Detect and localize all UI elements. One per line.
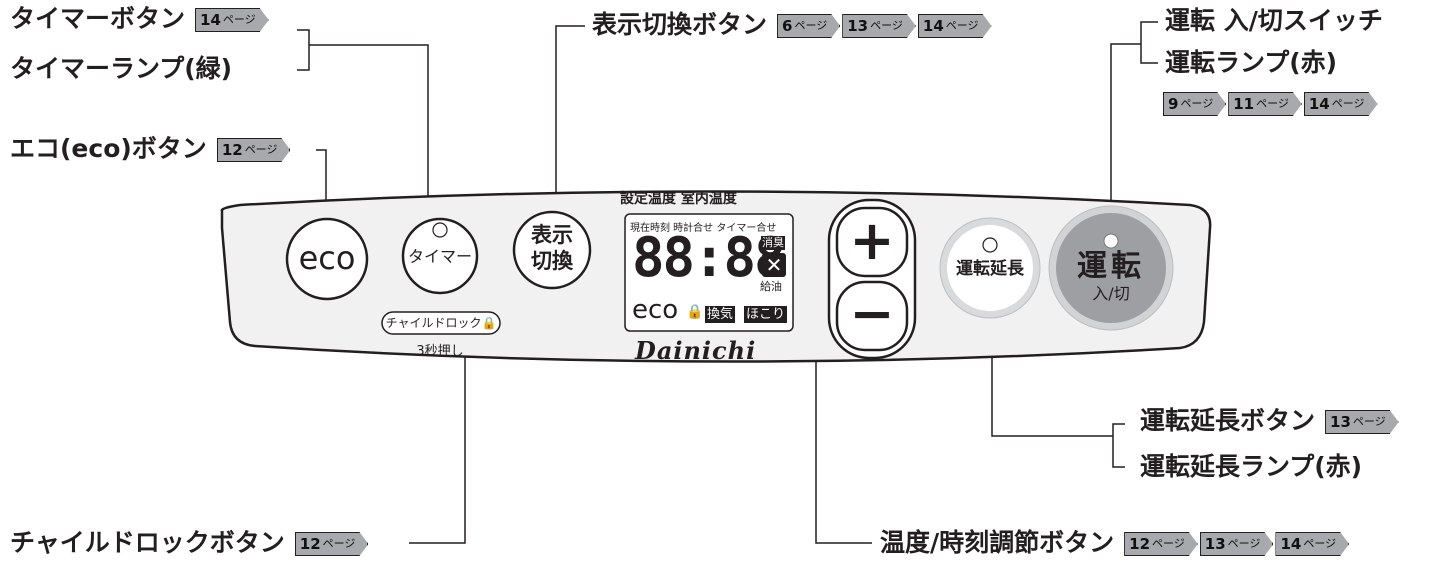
ventilate-indicator: 換気 xyxy=(705,306,736,323)
lcd-lock-icon: 🔒 xyxy=(686,304,704,320)
extend-button[interactable]: 運転延長 xyxy=(956,259,1024,279)
timer-lamp xyxy=(432,222,448,238)
display-button-shape xyxy=(512,210,592,290)
display-button-line2: 切換 xyxy=(531,249,573,273)
timer-lamp-label: タイマーランプ(緑) xyxy=(10,54,233,83)
lcd-eco: eco xyxy=(632,295,679,325)
lcd-header: 設定温度 室内温度 xyxy=(620,191,737,207)
child-lock-button[interactable]: チャイルドロック🔒 xyxy=(382,313,500,333)
deodorize-indicator: 消臭 xyxy=(761,236,785,250)
child-lock-hint: 3秒押し xyxy=(416,344,464,359)
display-button[interactable]: 表示 切換 xyxy=(514,222,590,274)
refuel-indicator: 給油 xyxy=(760,280,782,293)
extend-lamp xyxy=(982,237,998,253)
minus-button[interactable]: − xyxy=(849,282,895,345)
timer-button[interactable]: タイマー xyxy=(407,247,472,266)
power-button-label: 運転 xyxy=(1077,249,1145,284)
child-lock-label: チャイルドロック xyxy=(385,316,482,330)
lcd-digits: 88:88 xyxy=(632,226,787,289)
timer-button-shape xyxy=(401,217,479,295)
eco-button-shape xyxy=(285,217,369,301)
refuel-x-icon: ✕ xyxy=(762,253,786,277)
extend-lamp-label: 運転延長ランプ(赤) xyxy=(1140,452,1363,481)
plus-button[interactable]: + xyxy=(849,209,895,272)
eco-button[interactable]: eco xyxy=(298,239,356,277)
display-button-line1: 表示 xyxy=(531,223,573,247)
power-lamp-label: 運転ランプ(赤) xyxy=(1165,48,1338,77)
lock-icon: 🔒 xyxy=(481,316,497,330)
brand-logo: Dainichi xyxy=(635,336,757,365)
power-switch-label: 運転 入/切スイッチ xyxy=(1165,6,1383,35)
dust-indicator: ほこり xyxy=(744,306,788,323)
power-lamp xyxy=(1103,233,1119,249)
power-button[interactable]: 運転 入/切 xyxy=(1056,250,1166,304)
power-button-sublabel: 入/切 xyxy=(1092,284,1130,303)
lcd-top-labels: 現在時刻 時計合せ タイマー合せ xyxy=(630,223,777,234)
